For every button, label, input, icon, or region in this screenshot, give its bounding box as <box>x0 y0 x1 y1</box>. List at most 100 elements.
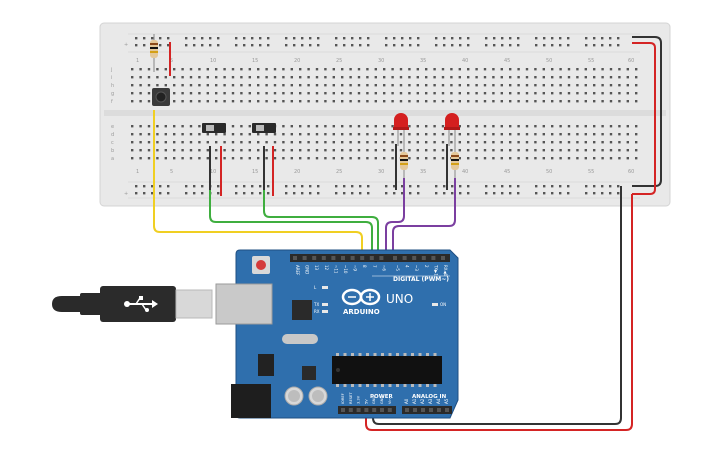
breadboard-hole[interactable] <box>509 133 512 136</box>
breadboard-hole[interactable] <box>551 157 554 160</box>
breadboard-hole[interactable] <box>139 149 142 152</box>
breadboard-hole[interactable] <box>332 76 335 79</box>
breadboard-hole[interactable] <box>509 84 512 87</box>
digital-pin-hole[interactable] <box>412 256 417 260</box>
breadboard-hole[interactable] <box>584 133 587 136</box>
breadboard-hole[interactable] <box>139 84 142 87</box>
rail-hole[interactable] <box>335 44 338 47</box>
breadboard-hole[interactable] <box>525 149 529 152</box>
rail-hole[interactable] <box>485 37 488 40</box>
breadboard-hole[interactable] <box>416 76 419 79</box>
rail-hole[interactable] <box>167 37 170 40</box>
breadboard-hole[interactable] <box>315 157 319 160</box>
wire-red-5v[interactable] <box>365 194 633 431</box>
rail-hole[interactable] <box>135 192 138 195</box>
rail-hole[interactable] <box>585 44 588 47</box>
breadboard-hole[interactable] <box>618 92 621 95</box>
breadboard-hole[interactable] <box>399 68 403 71</box>
rail-hole[interactable] <box>309 185 312 188</box>
breadboard-hole[interactable] <box>635 100 638 103</box>
breadboard-hole[interactable] <box>324 157 327 160</box>
breadboard-hole[interactable] <box>282 100 285 103</box>
breadboard-hole[interactable] <box>181 125 184 128</box>
breadboard-hole[interactable] <box>131 100 134 103</box>
rail-hole[interactable] <box>209 44 212 47</box>
breadboard-hole[interactable] <box>500 133 503 136</box>
breadboard-hole[interactable] <box>626 157 629 160</box>
breadboard-hole[interactable] <box>517 76 520 79</box>
digital-pin-hole[interactable] <box>393 256 397 260</box>
digital-pin-hole[interactable] <box>421 256 426 260</box>
rail-hole[interactable] <box>167 192 170 195</box>
breadboard-hole[interactable] <box>441 149 445 152</box>
breadboard-hole[interactable] <box>290 76 293 79</box>
breadboard-hole[interactable] <box>349 149 352 152</box>
rail-hole[interactable] <box>217 37 220 40</box>
breadboard-hole[interactable] <box>483 141 487 144</box>
rail-hole[interactable] <box>235 185 238 188</box>
breadboard-hole[interactable] <box>450 76 453 79</box>
breadboard-hole[interactable] <box>189 149 193 152</box>
breadboard-hole[interactable] <box>324 100 327 103</box>
breadboard-hole[interactable] <box>542 92 545 95</box>
wire-red-rail[interactable] <box>632 42 656 195</box>
breadboard-hole[interactable] <box>139 141 142 144</box>
breadboard-hole[interactable] <box>164 68 167 71</box>
breadboard-hole[interactable] <box>391 92 394 95</box>
breadboard-hole[interactable] <box>290 141 293 144</box>
breadboard-hole[interactable] <box>156 141 159 144</box>
breadboard-hole[interactable] <box>559 76 562 79</box>
breadboard-hole[interactable] <box>458 149 461 152</box>
breadboard-hole[interactable] <box>576 141 579 144</box>
digital-pin-hole[interactable] <box>331 256 336 260</box>
breadboard-hole[interactable] <box>542 100 545 103</box>
breadboard-hole[interactable] <box>534 125 537 128</box>
breadboard-hole[interactable] <box>357 76 361 79</box>
breadboard-hole[interactable] <box>181 92 184 95</box>
rail-hole[interactable] <box>401 185 404 188</box>
breadboard-hole[interactable] <box>450 100 453 103</box>
breadboard-hole[interactable] <box>576 149 579 152</box>
breadboard-hole[interactable] <box>609 133 613 136</box>
resistor-led1[interactable] <box>400 146 408 178</box>
breadboard-hole[interactable] <box>584 68 587 71</box>
breadboard-hole[interactable] <box>332 100 335 103</box>
bottom-pins[interactable] <box>341 408 449 412</box>
breadboard-hole[interactable] <box>425 149 428 152</box>
breadboard-hole[interactable] <box>483 92 487 95</box>
breadboard-hole[interactable] <box>601 157 604 160</box>
rail-hole[interactable] <box>159 37 162 40</box>
breadboard-hole[interactable] <box>500 125 503 128</box>
breadboard-hole[interactable] <box>399 100 403 103</box>
breadboard-hole[interactable] <box>483 133 487 136</box>
breadboard[interactable]: 1 5 10 15 20 25 30 35 40 45 50 55 60 1 5… <box>99 22 671 207</box>
breadboard-hole[interactable] <box>509 100 512 103</box>
breadboard-hole[interactable] <box>290 100 293 103</box>
breadboard-hole[interactable] <box>206 92 209 95</box>
breadboard-hole[interactable] <box>618 84 621 87</box>
breadboard-hole[interactable] <box>290 125 293 128</box>
breadboard-hole[interactable] <box>299 133 302 136</box>
breadboard-hole[interactable] <box>425 141 428 144</box>
digital-pin-hole[interactable] <box>360 256 365 260</box>
breadboard-hole[interactable] <box>626 149 629 152</box>
breadboard-hole[interactable] <box>231 157 235 160</box>
breadboard-hole[interactable] <box>189 100 193 103</box>
breadboard-hole[interactable] <box>475 133 478 136</box>
breadboard-hole[interactable] <box>139 157 142 160</box>
rail-hole[interactable] <box>567 37 570 40</box>
breadboard-hole[interactable] <box>492 141 495 144</box>
rail-hole[interactable] <box>293 44 296 47</box>
breadboard-hole[interactable] <box>198 68 201 71</box>
breadboard-hole[interactable] <box>534 100 537 103</box>
breadboard-hole[interactable] <box>408 76 411 79</box>
rail-hole[interactable] <box>459 37 462 40</box>
rail-hole[interactable] <box>243 44 246 47</box>
rail-hole[interactable] <box>293 192 296 195</box>
breadboard-hole[interactable] <box>635 92 638 95</box>
breadboard-hole[interactable] <box>483 76 487 79</box>
rail-hole[interactable] <box>409 192 412 195</box>
wire-yellow-button[interactable] <box>153 110 363 256</box>
breadboard-hole[interactable] <box>374 84 377 87</box>
breadboard-hole[interactable] <box>399 133 403 136</box>
